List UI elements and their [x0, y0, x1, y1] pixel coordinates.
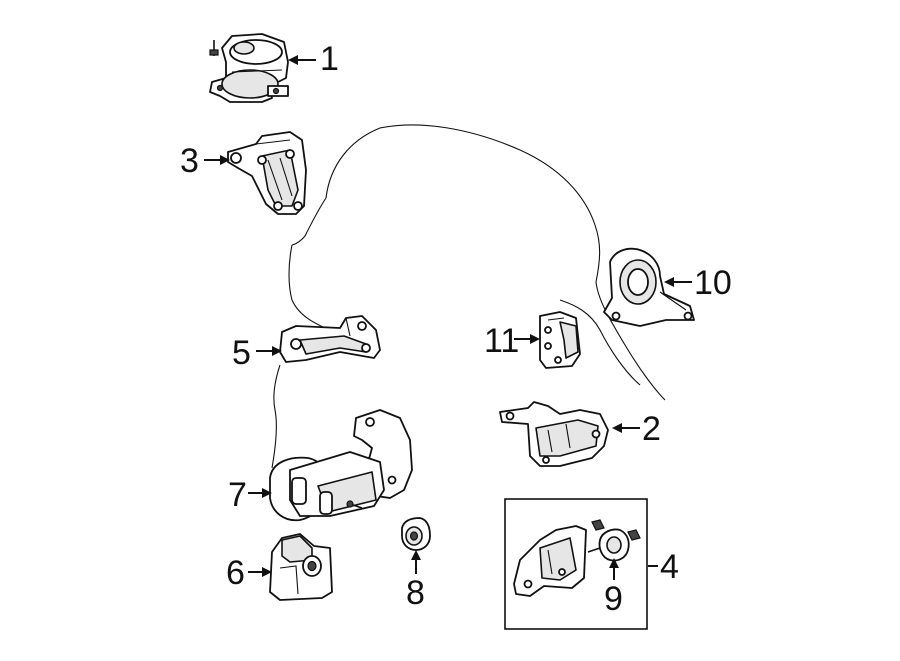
- part-6-mount-insulator: [269, 533, 333, 601]
- part-3-mount-bracket: [227, 131, 307, 215]
- leader-arrows: [204, 55, 692, 580]
- part-5-lower-bracket: [279, 315, 381, 363]
- part-2-transmission-mount: [499, 401, 609, 467]
- part-10-rear-mount: [603, 247, 695, 327]
- part-4-mount-kit-box: [504, 498, 648, 630]
- part-7-mount-plate-bracket: [269, 409, 413, 522]
- callout-6: 6: [226, 554, 245, 592]
- callout-5: 5: [232, 334, 251, 372]
- part-8-bushing: [401, 517, 431, 551]
- part-11-bracket: [539, 311, 581, 369]
- callout-1: 1: [320, 40, 339, 78]
- engine-outline: [271, 124, 666, 469]
- callout-2: 2: [642, 410, 661, 448]
- callout-10: 10: [694, 264, 732, 302]
- callout-11: 11: [484, 322, 519, 360]
- part-1-upper-engine-mount: [209, 33, 289, 103]
- callout-7: 7: [228, 476, 247, 514]
- callout-3: 3: [180, 142, 199, 180]
- callout-4: 4: [660, 548, 679, 586]
- callout-9: 9: [604, 580, 623, 618]
- callout-8: 8: [406, 574, 425, 612]
- callout-labels: 1 2 3 4 5 6 7 8 9 10 11: [180, 40, 732, 618]
